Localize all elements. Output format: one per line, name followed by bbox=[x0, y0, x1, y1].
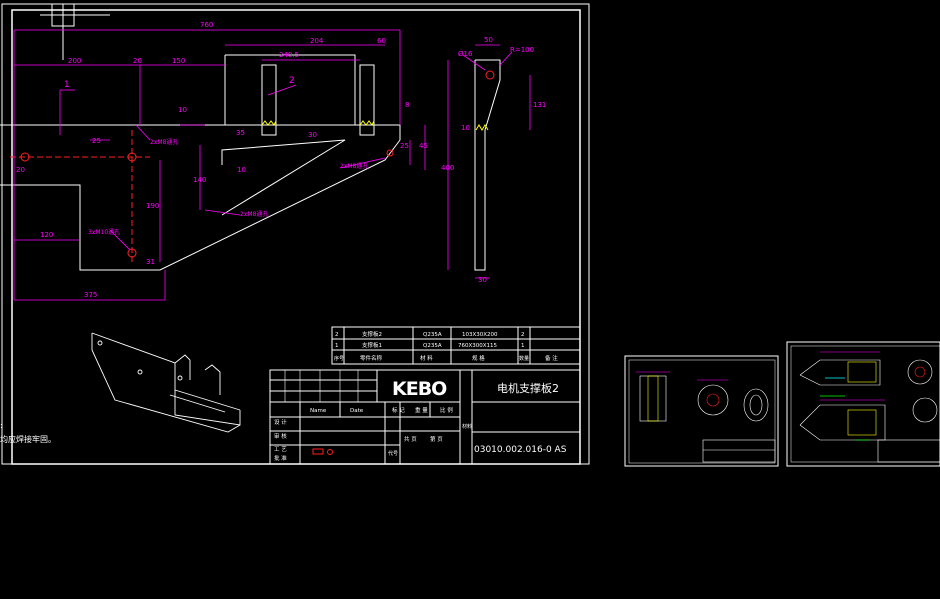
thumbnail-sheet-1[interactable] bbox=[624, 355, 779, 467]
leader-lines bbox=[59, 84, 386, 251]
dim-right-1: 25 bbox=[400, 142, 409, 150]
tb-date: Date bbox=[350, 408, 364, 414]
callout-hole-b: 2xM8通孔 bbox=[240, 210, 268, 218]
dim-top-6: 60 bbox=[377, 37, 386, 45]
tb-mark: 标 记 bbox=[392, 406, 405, 414]
dim-top-5: 204 bbox=[310, 37, 324, 45]
front-view bbox=[0, 54, 401, 271]
tb-page: 第 页 bbox=[430, 435, 443, 443]
tb-approve: 批 准 bbox=[274, 454, 287, 462]
drawing-number: 03010.002.016-0 AS bbox=[474, 445, 567, 455]
thumb2-inner-border bbox=[790, 345, 940, 463]
bom-row-2-spec: 103X30X200 bbox=[462, 332, 498, 338]
tech-note-prefix: : bbox=[0, 421, 3, 430]
bom-header-no: 序号 bbox=[334, 355, 344, 362]
tb-sheet: 共 页 bbox=[404, 435, 417, 443]
tb-code: 代号 bbox=[388, 450, 398, 457]
dim-left-2: 25 bbox=[92, 137, 101, 145]
dim-left-1: 20 bbox=[16, 166, 25, 174]
dim-top-7: 240.5 bbox=[279, 51, 299, 59]
bom-row-1-spec: 760X300X115 bbox=[458, 343, 498, 349]
hole-4 bbox=[386, 149, 394, 157]
side-label: 10 bbox=[461, 124, 470, 132]
side-h2: 400 bbox=[441, 164, 454, 172]
bom-row-1-name: 支撑板1 bbox=[362, 341, 382, 349]
side-phi: Ø16 bbox=[458, 50, 473, 58]
bom-header-qty: 数量 bbox=[519, 355, 529, 362]
dim-left-5: 31 bbox=[146, 258, 155, 266]
tb-name: Name bbox=[310, 408, 327, 414]
thumb1-inner-border bbox=[628, 359, 776, 464]
dim-mid-2: 140 bbox=[193, 176, 206, 184]
thumb1-outer-border bbox=[624, 355, 779, 467]
dim-left-6: 375 bbox=[84, 291, 97, 299]
drawing-name: 电机支撑板2 bbox=[497, 381, 559, 395]
weld-hatch-b bbox=[359, 120, 375, 126]
dimension-lines bbox=[13, 29, 426, 301]
side-view: Ø16 50 R=100 131 400 30 10 bbox=[441, 36, 546, 284]
dim-top-4: 10 bbox=[178, 106, 187, 114]
dim-top-8: 8 bbox=[405, 101, 409, 109]
tb-weight: 重 量 bbox=[415, 406, 428, 414]
side-h1: 131 bbox=[533, 101, 546, 109]
bom-row-1-material: Q235A bbox=[423, 343, 442, 349]
bom-row-1-no: 1 bbox=[335, 343, 339, 349]
tb-material-col: 材料 bbox=[462, 423, 472, 430]
dim-mid-3: 10 bbox=[237, 166, 246, 174]
dim-top-2: 20 bbox=[133, 57, 142, 65]
dim-mid-4: 30 bbox=[308, 131, 317, 139]
weld-hatch-a bbox=[261, 120, 277, 126]
callout-hole-c: 3xM10通孔 bbox=[88, 228, 120, 236]
title-block: KEBO 电机支撑板2 03010.002.016-0 AS 设 计 审 核 工… bbox=[269, 369, 581, 465]
bom-table: 2 支撑板2 Q235A 103X30X200 2 1 支撑板1 Q235A 7… bbox=[331, 326, 581, 365]
callout-2: 2 bbox=[289, 76, 295, 86]
dim-mid-1: 35 bbox=[236, 129, 245, 137]
company-logo: KEBO bbox=[392, 378, 447, 400]
bom-row-1-qty: 1 bbox=[521, 343, 525, 349]
inner-rib bbox=[221, 139, 346, 216]
dim-left-3: 120 bbox=[40, 231, 53, 239]
tech-note-text: 均应焊接牢固。 bbox=[0, 434, 56, 444]
callout-hole-a: 2xM8通孔 bbox=[150, 138, 178, 146]
tb-design: 设 计 bbox=[274, 418, 287, 426]
slot-part2-b bbox=[359, 64, 375, 136]
plate-outline bbox=[0, 124, 401, 271]
bom-header-remark: 备 注 bbox=[545, 354, 558, 362]
main-drawing-sheet[interactable]: 760 200 20 150 10 204 60 240.5 8 20 25 1… bbox=[0, 3, 590, 465]
dim-top-3: 150 bbox=[172, 57, 185, 65]
bom-header-spec: 规 格 bbox=[472, 354, 485, 362]
isometric-view bbox=[91, 332, 241, 433]
bom-row-2-no: 2 bbox=[335, 332, 339, 338]
tb-process: 工 艺 bbox=[274, 446, 287, 453]
bom-row-2-name: 支撑板2 bbox=[362, 330, 382, 338]
side-thickness: 30 bbox=[478, 276, 487, 284]
bom-header-material: 材 料 bbox=[420, 354, 433, 362]
bom-row-2-material: Q235A bbox=[423, 332, 442, 338]
tb-stamp bbox=[312, 448, 324, 455]
thumbnail-sheet-2[interactable] bbox=[786, 341, 940, 467]
dim-right-2: 45 bbox=[419, 142, 428, 150]
callout-hole-d: 2xM8通孔 bbox=[340, 162, 368, 170]
dim-left-4: 190 bbox=[146, 202, 159, 210]
slot-part2-a bbox=[261, 64, 277, 136]
dim-overall: 760 bbox=[200, 21, 213, 29]
tb-check: 审 核 bbox=[274, 432, 287, 440]
tb-scale: 比 例 bbox=[440, 406, 453, 414]
side-radius: R=100 bbox=[510, 46, 534, 54]
bom-row-2-qty: 2 bbox=[521, 332, 525, 338]
side-width: 50 bbox=[484, 36, 493, 44]
thumb2-outer-border bbox=[786, 341, 940, 467]
upper-rib-outline bbox=[225, 54, 356, 125]
dim-top-1: 200 bbox=[68, 57, 81, 65]
bom-header-name: 零件名称 bbox=[360, 354, 383, 362]
callout-1: 1 bbox=[64, 80, 70, 90]
